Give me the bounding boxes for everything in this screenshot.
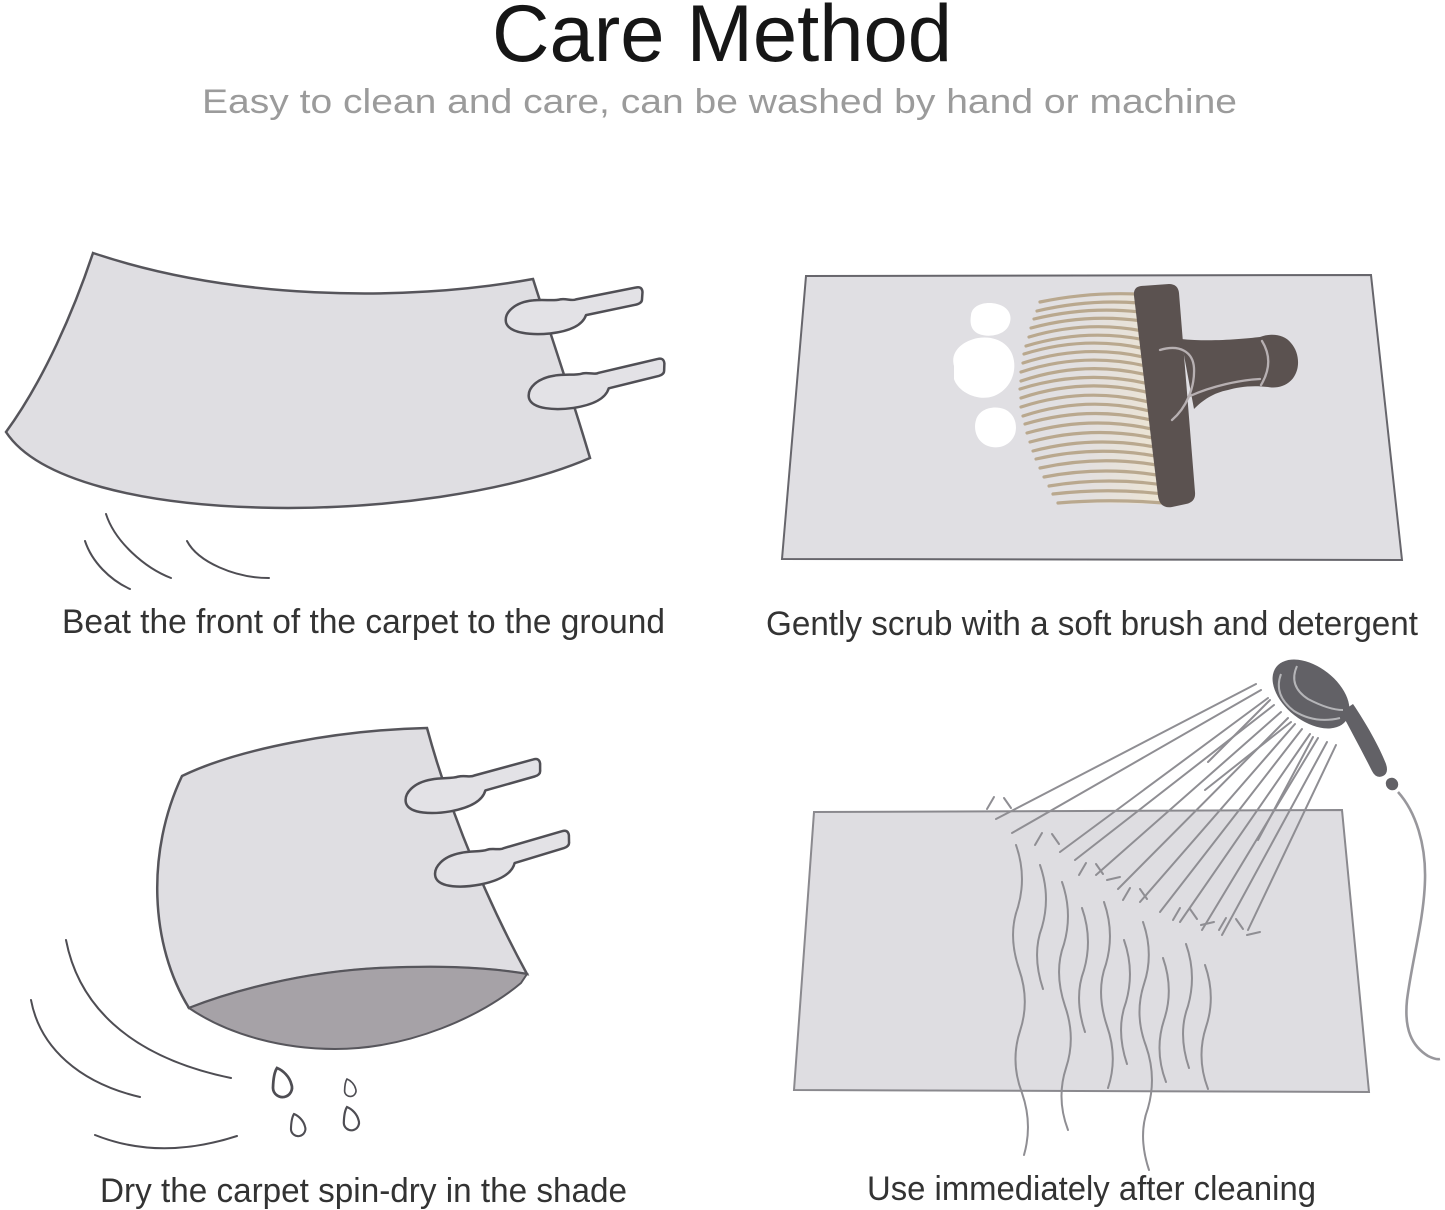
svg-text:Gently scrub with a soft brush: Gently scrub with a soft brush and deter… (766, 605, 1419, 643)
svg-text:Care Method: Care Method (492, 0, 952, 79)
svg-text:Easy to clean and care, can be: Easy to clean and care, can be washed by… (202, 83, 1237, 121)
svg-text:Beat the front of the carpet t: Beat the front of the carpet to the grou… (62, 603, 665, 641)
svg-text:Dry the carpet spin-dry in the: Dry the carpet spin-dry in the shade (100, 1172, 627, 1210)
svg-text:Use immediately after cleaning: Use immediately after cleaning (867, 1170, 1316, 1208)
